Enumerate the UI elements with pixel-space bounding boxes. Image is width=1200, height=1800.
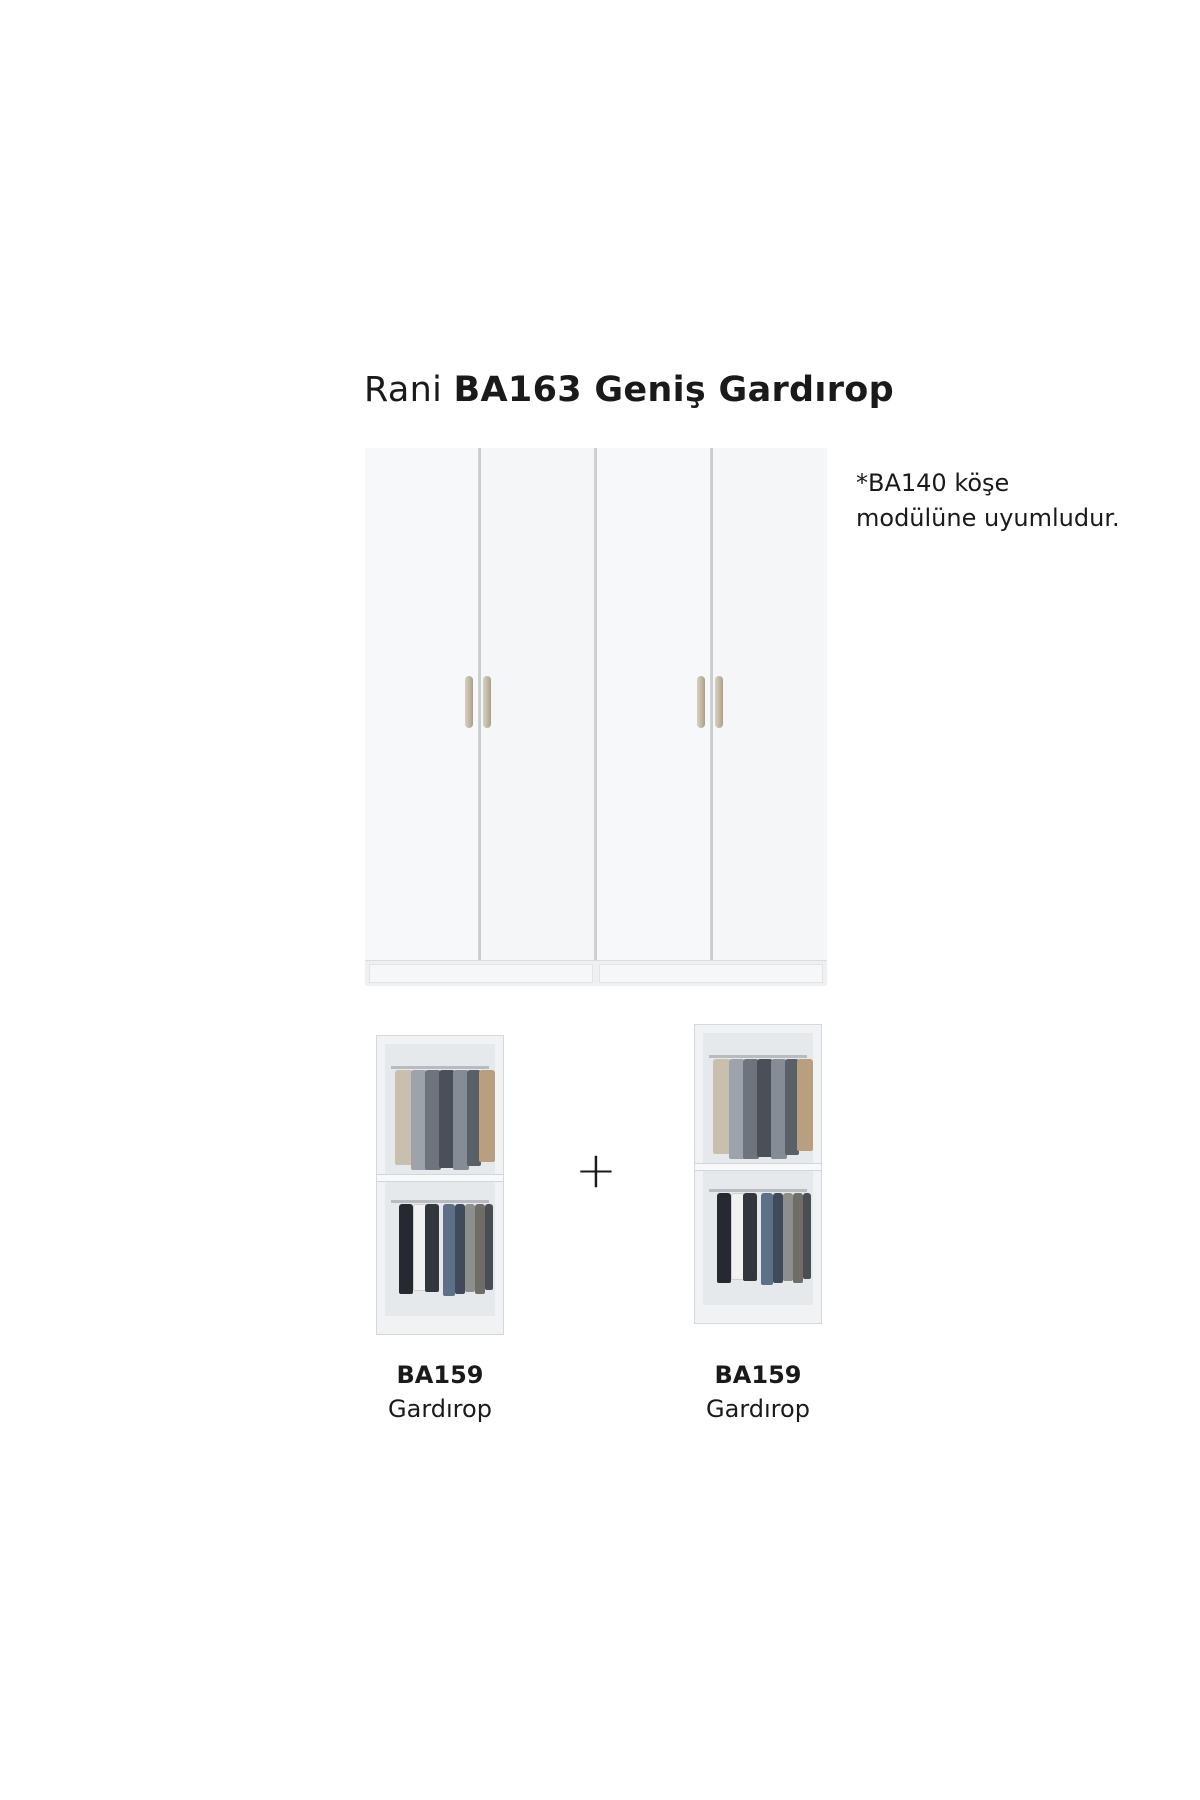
right-cabinet-name: Gardırop — [706, 1395, 810, 1423]
note-line-2: modülüne uyumludur. — [856, 504, 1120, 532]
door-3 — [597, 448, 711, 960]
right-cabinet-label: BA159 Gardırop — [678, 1358, 838, 1426]
door-handle — [697, 676, 705, 728]
door-seam — [711, 448, 713, 960]
cabinet-upper-compartment — [703, 1033, 813, 1163]
left-cabinet-label: BA159 Gardırop — [360, 1358, 520, 1426]
door-1 — [365, 448, 479, 960]
door-seam — [595, 448, 597, 960]
right-cabinet-code: BA159 — [714, 1361, 802, 1389]
cabinet-upper-compartment — [385, 1044, 495, 1174]
product-name: BA163 Geniş Gardırop — [453, 370, 894, 410]
door-2 — [481, 448, 595, 960]
door-4 — [713, 448, 827, 960]
cabinet-shelf — [377, 1174, 503, 1182]
door-handle — [465, 676, 473, 728]
left-cabinet-name: Gardırop — [388, 1395, 492, 1423]
note-line-1: *BA140 köşe — [856, 469, 1010, 497]
product-title: Rani BA163 Geniş Gardırop — [364, 370, 894, 410]
door-seam — [479, 448, 481, 960]
compatibility-note: *BA140 köşe modülüne uyumludur. — [856, 466, 1120, 536]
plus-sign: + — [575, 1141, 617, 1199]
cabinet-lower-compartment — [703, 1171, 813, 1305]
wardrobe-plinth — [365, 960, 827, 986]
hanging-rod — [391, 1200, 489, 1203]
cabinet-left-image — [376, 1035, 504, 1335]
cabinet-shelf — [695, 1163, 821, 1171]
door-handle — [715, 676, 723, 728]
hanging-rod — [709, 1189, 807, 1192]
wardrobe-image — [365, 448, 827, 986]
door-handle — [483, 676, 491, 728]
cabinet-lower-compartment — [385, 1182, 495, 1316]
hanging-rod — [391, 1066, 489, 1069]
left-cabinet-code: BA159 — [396, 1361, 484, 1389]
brand-name: Rani — [364, 370, 443, 410]
hanging-rod — [709, 1055, 807, 1058]
cabinet-right-image — [694, 1024, 822, 1324]
